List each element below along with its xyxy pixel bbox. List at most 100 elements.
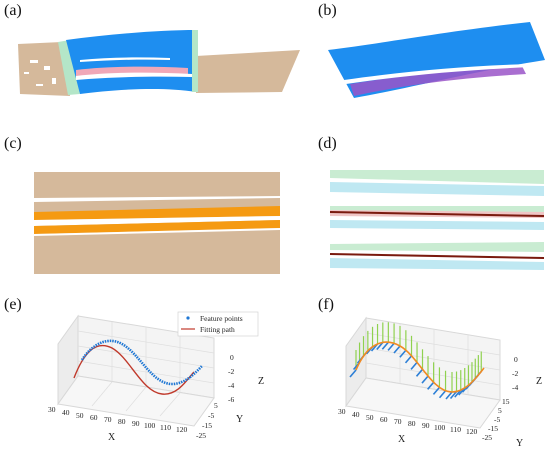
- svg-text:-2: -2: [228, 367, 234, 376]
- svg-text:0: 0: [230, 353, 234, 362]
- orange-stripe-c1: [34, 206, 280, 220]
- z-label-e: Z: [258, 376, 264, 387]
- svg-text:90: 90: [422, 421, 430, 430]
- z-ticks-e: 0 -2 -4 -6: [228, 353, 234, 404]
- normal-vector-down: [404, 355, 413, 364]
- normal-vector-down: [410, 361, 418, 370]
- svg-text:100: 100: [144, 421, 156, 430]
- svg-text:15: 15: [502, 397, 510, 406]
- strip-d2-blue: [330, 220, 544, 230]
- white-gap-a2: [80, 57, 170, 62]
- svg-text:100: 100: [434, 423, 446, 432]
- legend-marker-feature: [186, 316, 190, 320]
- svg-text:70: 70: [104, 415, 112, 424]
- white-stripe-c1: [34, 196, 280, 202]
- svg-text:50: 50: [366, 413, 374, 422]
- normal-vector-down: [421, 375, 429, 384]
- strip-d1-blue: [330, 182, 544, 196]
- x-label-f: X: [398, 434, 406, 445]
- svg-text:40: 40: [62, 408, 70, 417]
- svg-text:70: 70: [394, 417, 402, 426]
- panel-d-strips: [329, 170, 545, 270]
- panel-a-pointcloud: [18, 30, 300, 96]
- svg-text:-25: -25: [196, 431, 206, 440]
- strip-d1-green: [330, 170, 544, 184]
- svg-text:-5: -5: [494, 415, 500, 424]
- z-ticks-f: 0 -2 -4: [512, 355, 518, 392]
- svg-text:5: 5: [498, 406, 502, 415]
- normal-vector-down: [376, 341, 384, 350]
- svg-text:50: 50: [76, 411, 84, 420]
- path-curve-f: [355, 341, 485, 393]
- y-label-e: Y: [236, 414, 243, 425]
- svg-text:-4: -4: [228, 381, 234, 390]
- mint-edge-right: [192, 30, 198, 92]
- white-stripe-c2: [34, 216, 280, 226]
- strip-d3-green: [330, 242, 544, 252]
- grid-e: [77, 322, 215, 417]
- svg-text:110: 110: [450, 425, 461, 434]
- blue-band-a: [66, 30, 196, 94]
- normal-vector-down: [432, 386, 441, 395]
- y-ticks-f: 15 5 -5 -15 -25: [482, 397, 510, 442]
- normal-vector-down: [387, 342, 395, 351]
- fitting-path-e: [73, 344, 195, 395]
- panel-label-b: (b): [318, 2, 337, 19]
- panel-label-a: (a): [4, 2, 22, 19]
- svg-text:30: 30: [338, 407, 346, 416]
- svg-text:-6: -6: [228, 395, 234, 404]
- svg-text:-2: -2: [512, 369, 518, 378]
- plot-f: 30 40 50 60 70 80 90 100 110 120 X 15 5 …: [338, 316, 542, 449]
- z-label-f: Z: [536, 376, 542, 387]
- tan-holes: [24, 60, 56, 86]
- svg-text:120: 120: [176, 425, 188, 434]
- svg-text:40: 40: [352, 410, 360, 419]
- normal-vector-down: [399, 349, 407, 358]
- svg-text:60: 60: [90, 413, 98, 422]
- path-line-d2: [329, 211, 545, 217]
- normal-vector-down: [438, 390, 447, 399]
- orange-stripe-c2: [34, 220, 280, 234]
- normal-vector-down: [393, 345, 401, 354]
- legend-label-path: Fitting path: [200, 325, 235, 334]
- svg-text:-4: -4: [512, 383, 518, 392]
- legend-e: [177, 311, 259, 337]
- normal-vector-down: [415, 368, 424, 377]
- svg-text:-15: -15: [488, 424, 498, 433]
- tan-surface-right: [196, 50, 300, 93]
- mint-border-left: [58, 40, 80, 95]
- panel-label-f: (f): [318, 296, 334, 313]
- svg-text:90: 90: [132, 419, 140, 428]
- svg-text:0: 0: [514, 355, 518, 364]
- normal-vector-down: [427, 381, 435, 390]
- white-gap-a: [76, 72, 192, 80]
- svg-text:-5: -5: [208, 411, 214, 420]
- pane-e-floor: [57, 375, 215, 427]
- x-ticks-e: 30 40 50 60 70 80 90 100 110 120: [48, 405, 188, 434]
- svg-text:80: 80: [408, 419, 416, 428]
- svg-text:110: 110: [160, 423, 171, 432]
- normal-vector-down: [445, 391, 453, 400]
- legend-label-feature: Feature points: [200, 314, 243, 323]
- pane-f-floor: [345, 377, 501, 429]
- y-ticks-e: 5 -5 -15 -25: [196, 401, 218, 440]
- svg-text:5: 5: [214, 401, 218, 410]
- normal-vector-down: [449, 390, 458, 400]
- white-line-b: [344, 64, 532, 84]
- x-ticks-f: 30 40 50 60 70 80 90 100 110 120: [338, 407, 478, 436]
- x-label-e: X: [108, 432, 116, 443]
- magenta-speckle-b: [350, 66, 526, 96]
- plot-e: Feature points Fitting path 30 40 50 60 …: [48, 311, 264, 443]
- normal-vector-down: [381, 341, 389, 350]
- svg-text:80: 80: [118, 417, 126, 426]
- white-stripe-c3: [34, 228, 280, 236]
- svg-text:60: 60: [380, 415, 388, 424]
- panel-label-c: (c): [4, 135, 22, 152]
- y-label-f: Y: [516, 438, 523, 449]
- strip-d3-blue: [330, 258, 544, 270]
- svg-text:30: 30: [48, 405, 56, 414]
- panel-label-e: (e): [4, 296, 22, 313]
- svg-text:-15: -15: [202, 421, 212, 430]
- panel-b-pointcloud: [328, 22, 545, 98]
- path-line-d3: [329, 253, 545, 259]
